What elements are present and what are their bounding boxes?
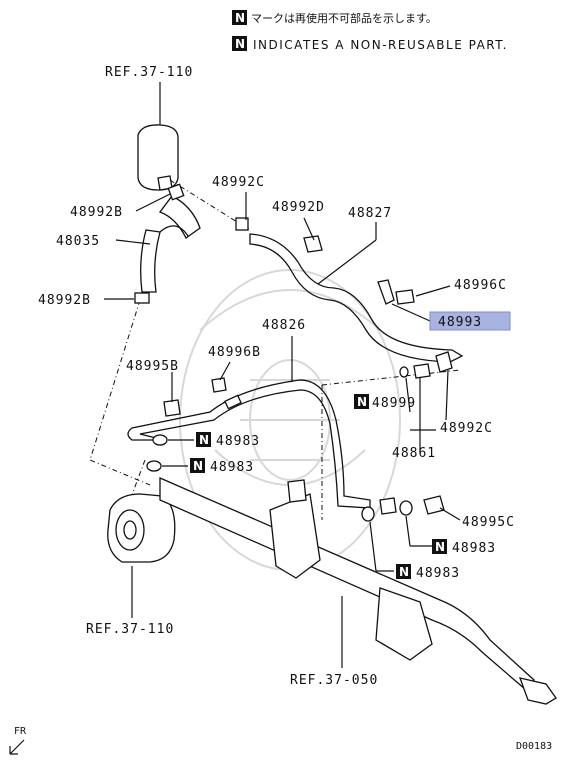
label-48993[interactable]: 48993 bbox=[438, 315, 482, 330]
bolt-48996C bbox=[395, 289, 415, 305]
label-48992C-top[interactable]: 48992C bbox=[212, 175, 265, 190]
bracket-48993 bbox=[377, 279, 395, 305]
n-badge-48999 bbox=[354, 394, 369, 409]
label-48995B[interactable]: 48995B bbox=[126, 359, 179, 374]
label-48996C[interactable]: 48996C bbox=[454, 278, 507, 293]
washer-48983-b bbox=[146, 460, 162, 472]
legend: N マークは再使用不可部品を示します。 N INDICATES A NON-RE… bbox=[232, 10, 508, 52]
front-direction-label: FR bbox=[14, 726, 27, 737]
clamp-48992B-lower bbox=[134, 292, 150, 304]
front-arrow-icon bbox=[9, 739, 25, 755]
n-badge-48983-b bbox=[190, 458, 205, 473]
n-symbol-48999: N bbox=[357, 395, 367, 409]
label-48827[interactable]: 48827 bbox=[348, 206, 392, 221]
legend-n-badge-en bbox=[232, 36, 247, 51]
label-48035[interactable]: 48035 bbox=[56, 234, 100, 249]
n-symbol-48983-b: N bbox=[193, 459, 203, 473]
pressure-hose-48826 bbox=[127, 379, 371, 509]
front-direction-indicator: FR bbox=[9, 726, 27, 755]
suction-hose-48035 bbox=[158, 195, 201, 239]
return-hose-48827 bbox=[249, 233, 464, 363]
washer-48983-a bbox=[152, 434, 168, 446]
label-48861[interactable]: 48861 bbox=[392, 446, 436, 461]
diagram-code: D00183 bbox=[516, 741, 552, 752]
highlight-48993 bbox=[429, 311, 511, 331]
clamp-48992B-upper bbox=[167, 183, 185, 201]
clamp-48992C-right bbox=[435, 351, 453, 373]
n-symbol-48983-c: N bbox=[435, 540, 445, 554]
washer-48983-c bbox=[361, 506, 375, 522]
n-symbol-48983-d: N bbox=[399, 565, 409, 579]
label-48992B-upper[interactable]: 48992B bbox=[70, 205, 123, 220]
bolt-48995B bbox=[163, 399, 181, 417]
label-48826[interactable]: 48826 bbox=[262, 318, 306, 333]
n-badge-48983-c bbox=[432, 539, 447, 554]
union-48861 bbox=[413, 363, 431, 379]
label-48983-a[interactable]: 48983 bbox=[216, 434, 260, 449]
label-48983-c[interactable]: 48983 bbox=[452, 541, 496, 556]
n-badge-48983-a bbox=[196, 432, 211, 447]
oring-48999 bbox=[399, 366, 409, 378]
legend-symbol: N bbox=[235, 11, 245, 25]
clamp-48992C-top bbox=[235, 217, 249, 231]
label-48996B[interactable]: 48996B bbox=[208, 345, 261, 360]
label-48983-b[interactable]: 48983 bbox=[210, 460, 254, 475]
label-48983-d[interactable]: 48983 bbox=[416, 566, 460, 581]
ref-label-top[interactable]: REF.37-110 bbox=[105, 65, 193, 80]
legend-text-jp: マークは再使用不可部品を示します。 bbox=[251, 11, 437, 25]
washer-48983-d bbox=[399, 500, 413, 516]
steering-gear-rack bbox=[159, 477, 535, 691]
ref-label-gear[interactable]: REF.37-050 bbox=[290, 673, 378, 688]
label-48999[interactable]: 48999 bbox=[372, 396, 416, 411]
ref-label-pump[interactable]: REF.37-110 bbox=[86, 622, 174, 637]
legend-text-en: INDICATES A NON-REUSABLE PART. bbox=[253, 38, 508, 52]
legend-symbol-en: N bbox=[235, 37, 245, 51]
label-48995C[interactable]: 48995C bbox=[462, 515, 515, 530]
legend-n-badge-jp bbox=[232, 10, 247, 25]
label-48992C-right[interactable]: 48992C bbox=[440, 421, 493, 436]
bolt-48995C bbox=[423, 495, 445, 515]
bolt-48996B bbox=[211, 377, 227, 393]
clamp-48992D bbox=[303, 235, 323, 253]
n-badge-48983-d bbox=[396, 564, 411, 579]
reservoir-tank bbox=[137, 124, 179, 191]
label-48992D[interactable]: 48992D bbox=[272, 200, 325, 215]
label-48992B-lower[interactable]: 48992B bbox=[38, 293, 91, 308]
n-symbol-48983-a: N bbox=[199, 433, 209, 447]
